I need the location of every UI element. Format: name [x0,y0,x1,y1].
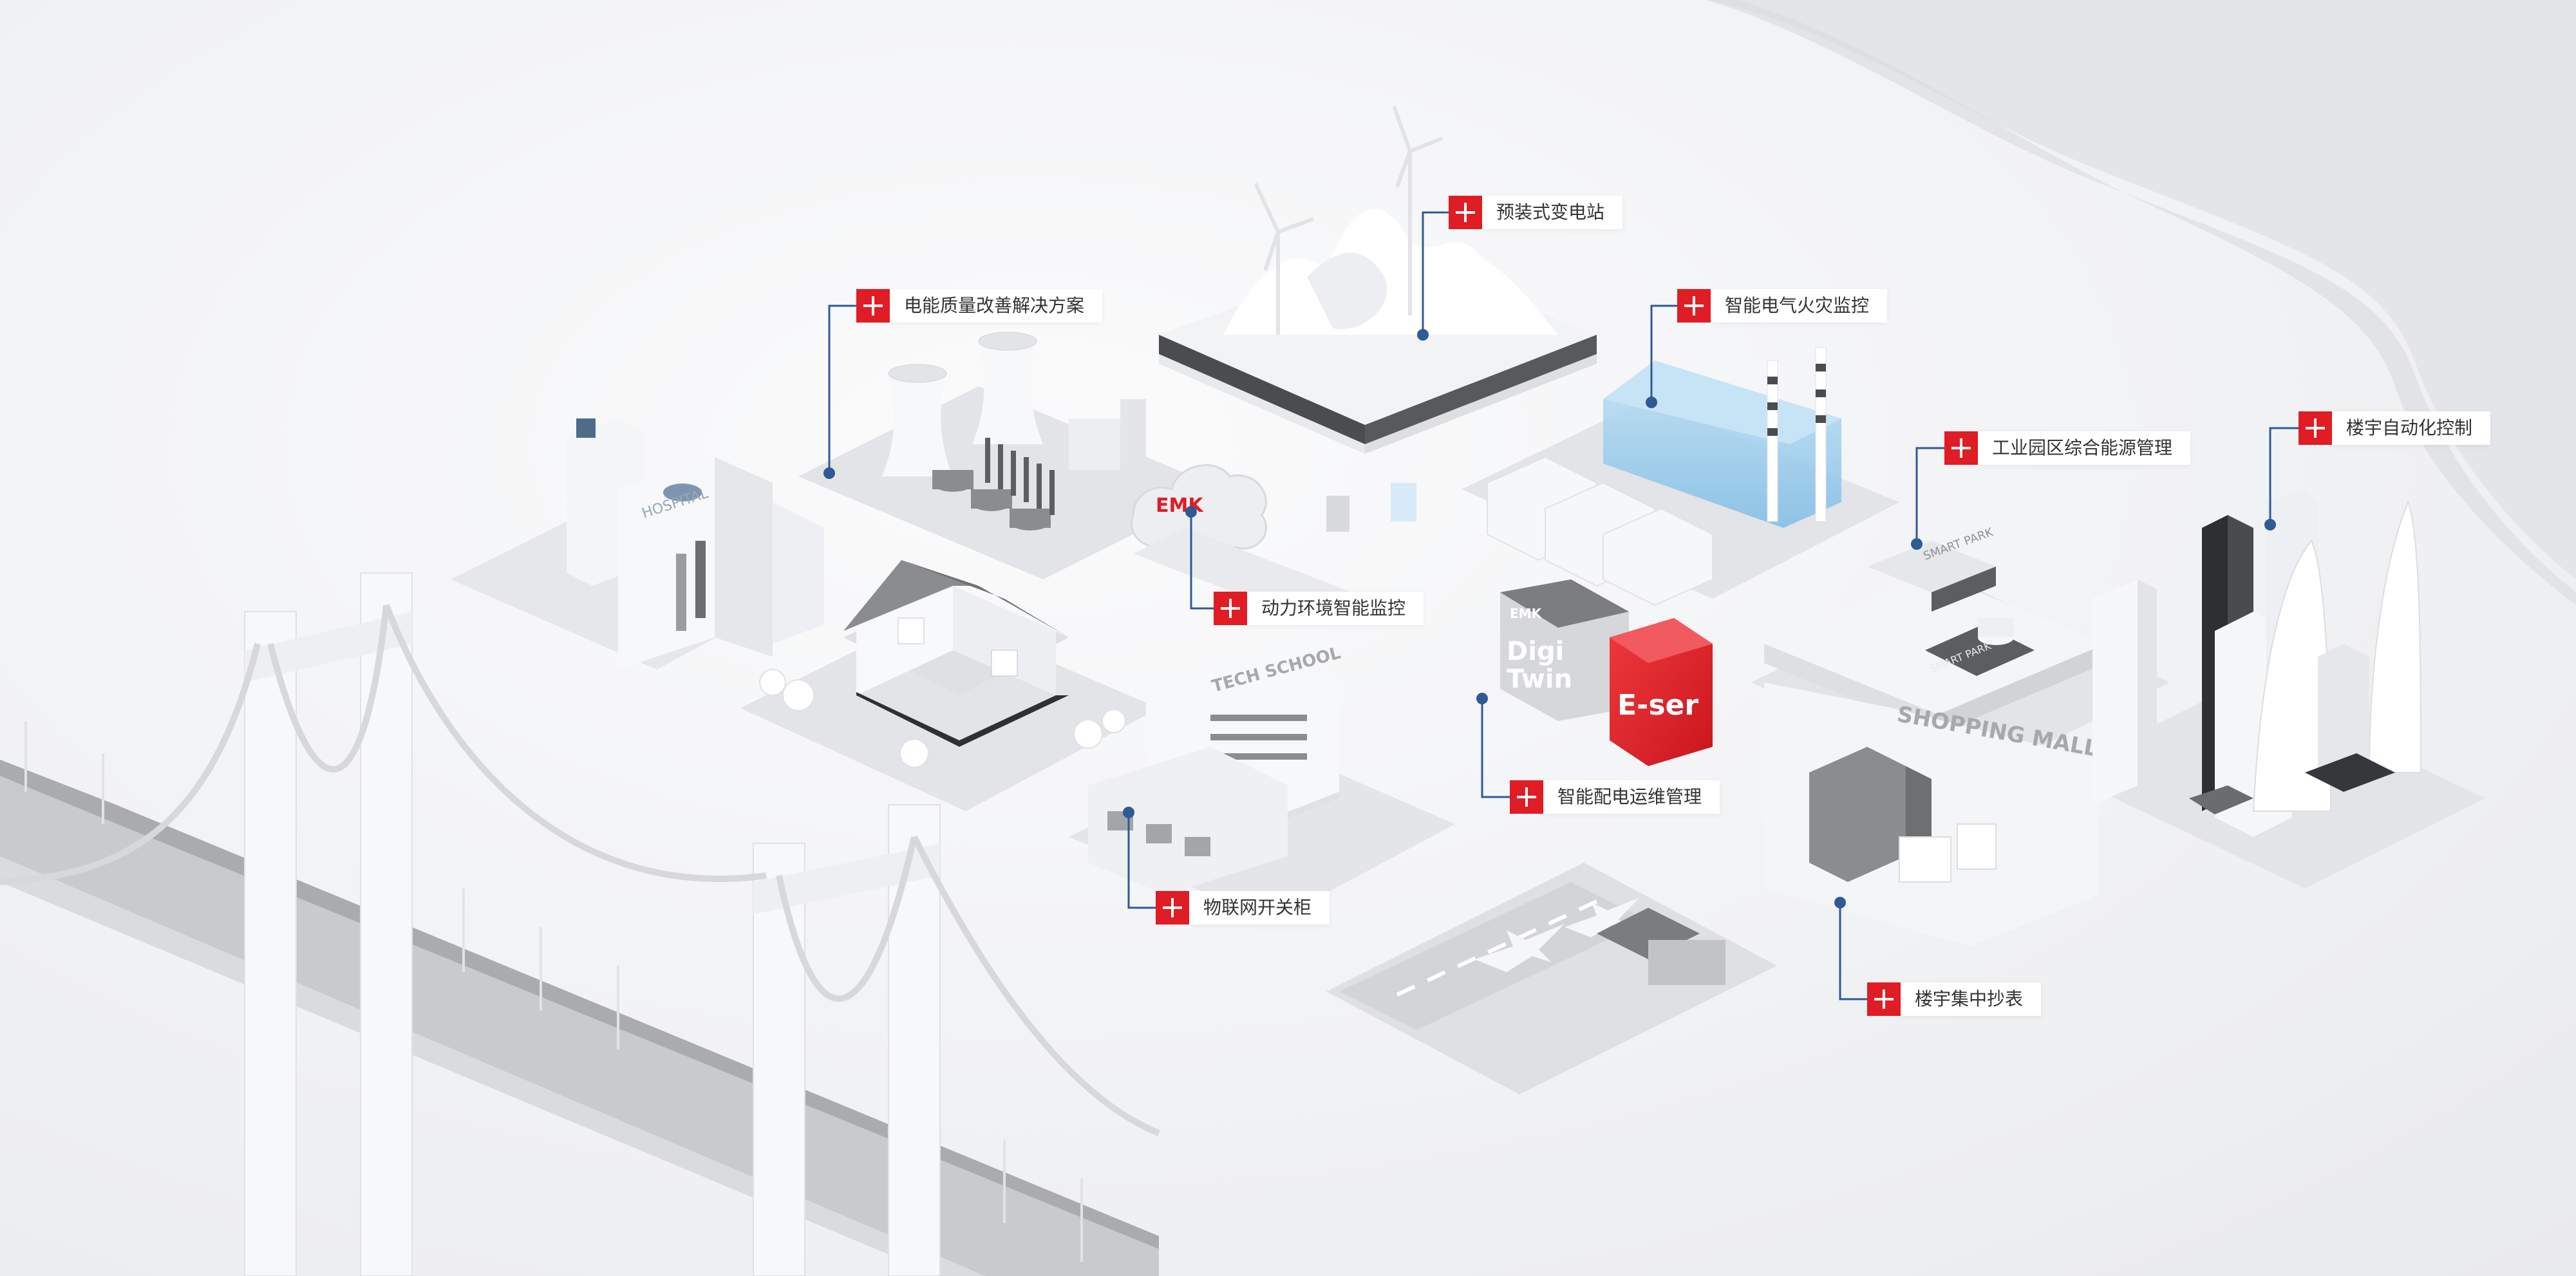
hotspot-electrical-fire-monitor[interactable]: 智能电气火灾监控 [1677,289,1888,323]
factory-chimneys [1767,347,1827,522]
digital-twin-display: Digi Twin EMK E-ser [1500,579,1713,766]
tech-school-building: TECH SCHOOL [1088,644,1343,895]
hotspot-dots [823,329,2276,908]
plus-icon[interactable] [1214,592,1247,625]
emk-logo: EMK [1510,606,1543,621]
hotspot-leader-lines [828,211,2299,1000]
plus-icon[interactable] [2299,411,2332,445]
plus-icon[interactable] [1156,891,1189,924]
hotspot-building-automation[interactable]: 楼宇自动化控制 [2299,411,2491,445]
hotspot-distribution-om[interactable]: 智能配电运维管理 [1510,780,1720,814]
hotspot-power-quality[interactable]: 电能质量改善解决方案 [856,289,1103,323]
skyscraper-cluster [2092,489,2422,837]
hotspot-power-environment-monitor[interactable]: 动力环境智能监控 [1214,592,1424,625]
house-building [843,560,1069,747]
substation-mountain [1159,209,1597,454]
suspension-bridge [0,572,1160,1276]
plus-icon[interactable] [1867,982,1901,1016]
power-plant [882,332,1146,530]
fire-monitor-factory [1487,347,1841,606]
shopping-mall-building: SHOPPING MALL [1764,682,2100,946]
plus-icon[interactable] [856,289,890,323]
plus-icon[interactable] [1944,431,1978,465]
cloud-logo: EMK [1156,494,1204,517]
hotspot-industrial-park-energy[interactable]: 工业园区综合能源管理 [1944,431,2191,465]
hotspot-label: 电能质量改善解决方案 [890,289,1103,323]
plus-icon[interactable] [1449,196,1482,229]
wind-turbines [1254,105,1443,335]
hotspot-label: 楼宇自动化控制 [2332,411,2491,445]
hotspot-label: 工业园区综合能源管理 [1978,431,2191,465]
digitwin-sign-line2: Twin [1507,664,1572,694]
hotspot-label: 楼宇集中抄表 [1901,982,2042,1016]
eser-sign: E-ser [1617,689,1698,722]
hotspot-label: 预装式变电站 [1482,196,1623,229]
hotspot-iot-switchgear[interactable]: 物联网开关柜 [1156,891,1330,924]
digitwin-sign-line1: Digi [1507,637,1564,666]
plus-icon[interactable] [1677,289,1711,323]
airport-runway [1339,882,1725,1030]
hotspot-label: 动力环境智能监控 [1247,592,1424,625]
hotspot-label: 智能配电运维管理 [1543,780,1720,814]
plus-icon[interactable] [1510,780,1543,814]
hospital-building: HOSPITAL [567,418,824,670]
trees-and-fences [759,669,1126,768]
background-hill [1706,0,2576,579]
hotspot-label: 智能电气火灾监控 [1711,289,1888,323]
hotspot-label: 物联网开关柜 [1189,891,1330,924]
hotspot-building-meter-reading[interactable]: 楼宇集中抄表 [1867,982,2042,1016]
hotspot-prefab-substation[interactable]: 预装式变电站 [1449,196,1623,229]
